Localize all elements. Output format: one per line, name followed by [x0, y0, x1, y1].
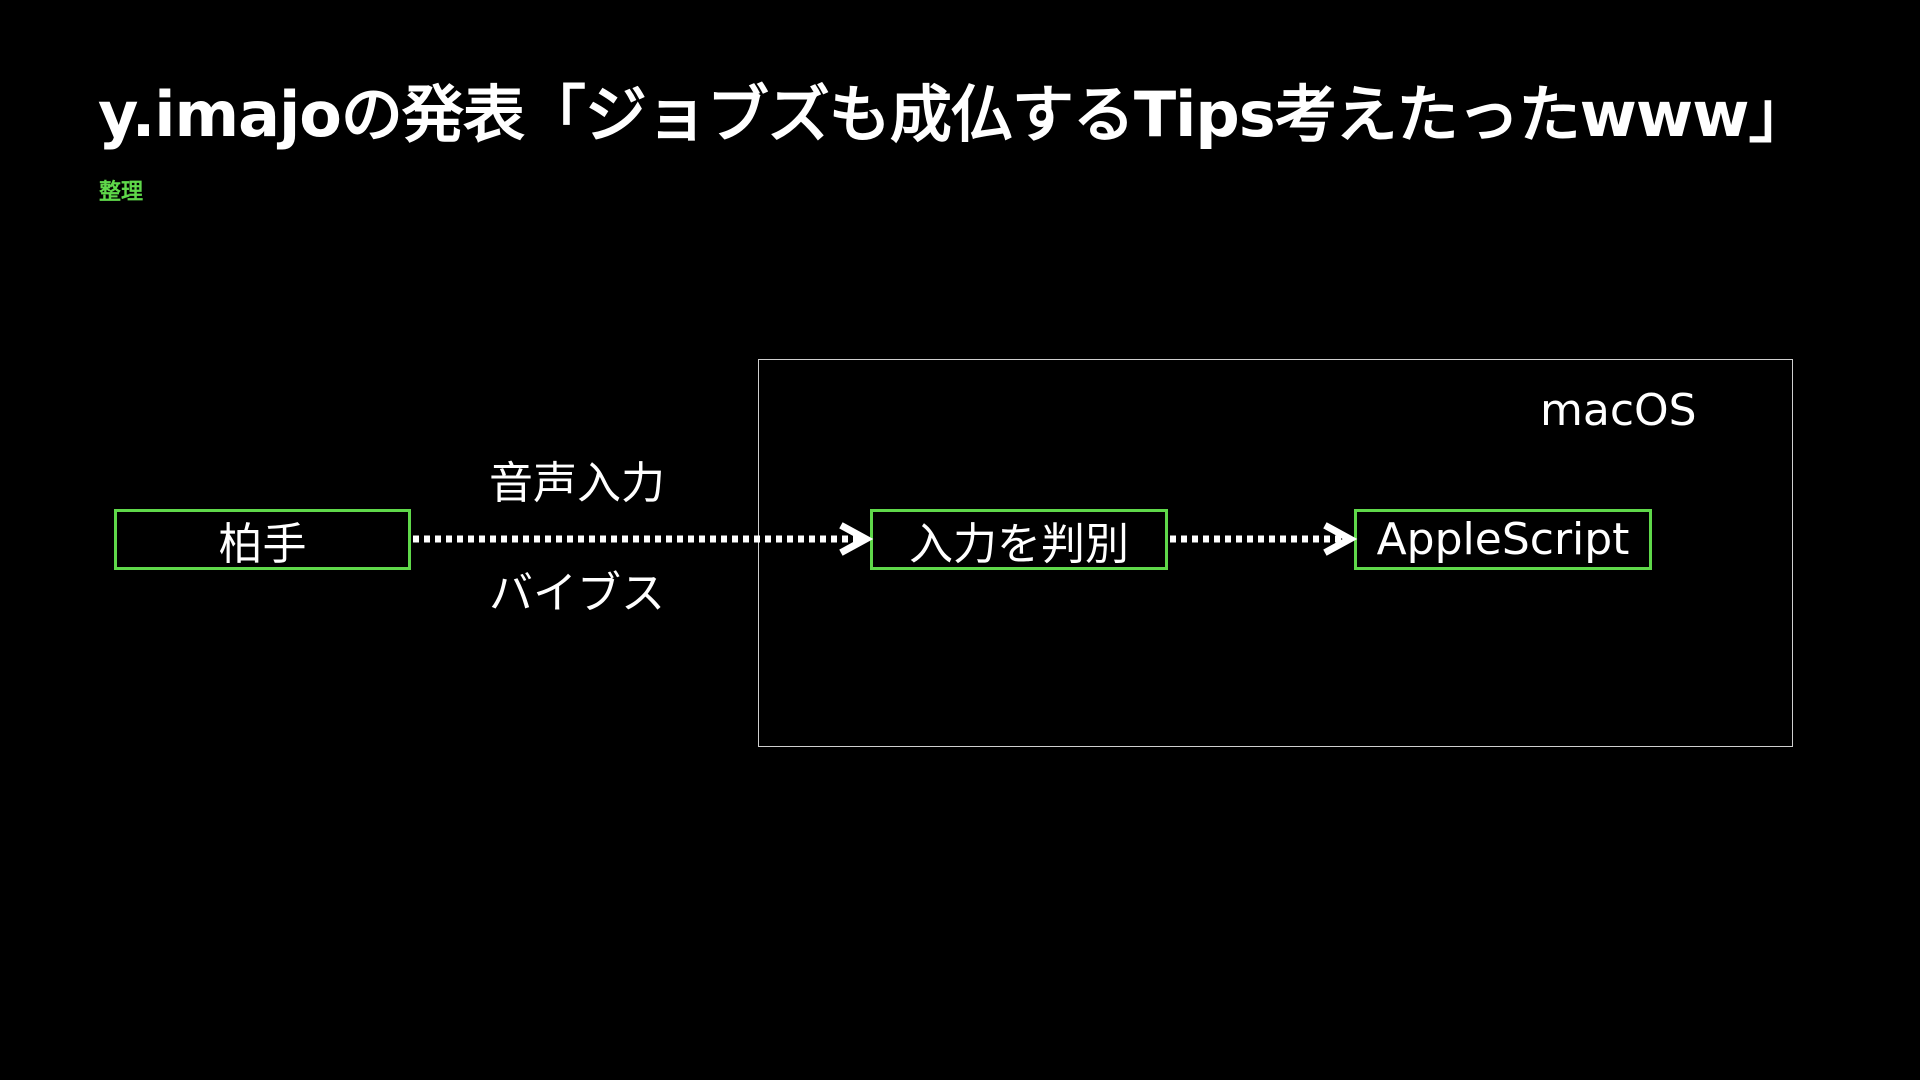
node-applescript: AppleScript [1354, 509, 1652, 570]
slide-subtitle: 整理 [99, 180, 144, 205]
slide-title: y.imajoの発表「ジョブズも成仏するTips考えたったwww」 [98, 78, 1810, 151]
node-clap: 柏手 [114, 509, 411, 570]
macos-label: macOS [1540, 385, 1697, 436]
edge-label-voice-input: 音声入力 [489, 458, 665, 509]
edge-label-vibes: バイブス [489, 568, 665, 619]
node-judge-input: 入力を判別 [870, 509, 1168, 570]
macos-container [758, 359, 1793, 747]
